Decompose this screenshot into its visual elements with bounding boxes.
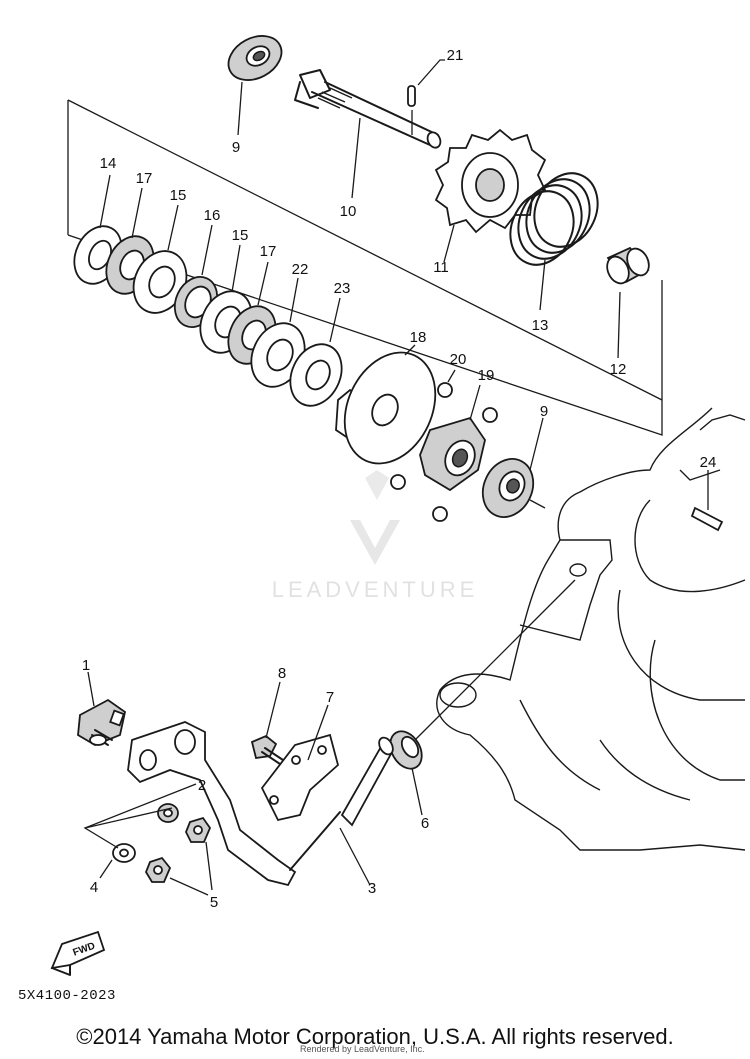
ratchet-wheel	[335, 351, 437, 465]
diagram-code: 5X4100-2023	[18, 988, 116, 1004]
kick-gear	[434, 128, 547, 234]
label-part-14: 14	[100, 155, 117, 172]
nut-lower	[144, 856, 172, 883]
kick-guide-plate	[260, 733, 340, 822]
label-part-17-lower: 17	[260, 243, 277, 260]
label-part-15-lower: 15	[232, 227, 249, 244]
kick-axle	[294, 69, 442, 149]
washer-23	[289, 343, 343, 407]
kick-stopper-bracket	[77, 698, 127, 746]
fwd-arrow-icon: FWD	[50, 930, 106, 976]
rendered-by-notice: Rendered by LeadVenture, Inc.	[300, 1044, 425, 1054]
label-part-17-upper: 17	[136, 170, 153, 187]
label-part-18: 18	[410, 329, 427, 346]
label-part-10: 10	[340, 203, 357, 220]
washer-4	[112, 843, 136, 863]
axle-pin	[407, 85, 416, 107]
label-part-7: 7	[326, 689, 334, 706]
leadventure-watermark: LEADVENTURE	[272, 470, 479, 602]
label-part-13: 13	[532, 317, 549, 334]
kick-crank	[127, 721, 394, 887]
label-part-8: 8	[278, 665, 286, 682]
label-part-6: 6	[421, 815, 429, 832]
torsion-spring	[509, 172, 599, 266]
assembly-boundary	[67, 99, 663, 436]
axis-line	[414, 579, 576, 741]
spring-collar	[606, 246, 650, 285]
label-part-5: 5	[210, 894, 218, 911]
washer-15a	[132, 250, 188, 314]
hex-bolt	[250, 734, 284, 765]
label-part-4: 4	[90, 879, 98, 896]
engine-crankcase	[436, 407, 746, 851]
label-part-19: 19	[478, 367, 495, 384]
label-part-20: 20	[450, 351, 467, 368]
watermark-text: LEADVENTURE	[272, 577, 479, 602]
bearing-lower	[481, 458, 535, 518]
washer-2	[157, 803, 179, 823]
dowel-pin	[690, 506, 724, 532]
label-part-9-upper: 9	[232, 139, 240, 156]
oil-seal	[389, 730, 423, 770]
label-part-9-lower: 9	[540, 403, 548, 420]
label-part-1: 1	[82, 657, 90, 674]
copyright-notice: ©2014 Yamaha Motor Corporation, U.S.A. A…	[76, 1024, 674, 1049]
label-part-12: 12	[610, 361, 627, 378]
kick-ratchet	[419, 416, 486, 492]
label-part-22: 22	[292, 261, 309, 278]
label-part-3: 3	[368, 880, 376, 897]
nut-upper	[185, 816, 212, 843]
label-part-11: 11	[433, 259, 449, 276]
label-part-21: 21	[447, 47, 464, 64]
bearing-upper	[227, 35, 283, 81]
label-part-2: 2	[198, 777, 206, 794]
steel-balls	[390, 382, 498, 522]
label-part-23: 23	[334, 280, 351, 297]
label-part-16: 16	[204, 207, 221, 224]
label-part-24: 24	[700, 454, 717, 471]
label-part-15-upper: 15	[170, 187, 187, 204]
